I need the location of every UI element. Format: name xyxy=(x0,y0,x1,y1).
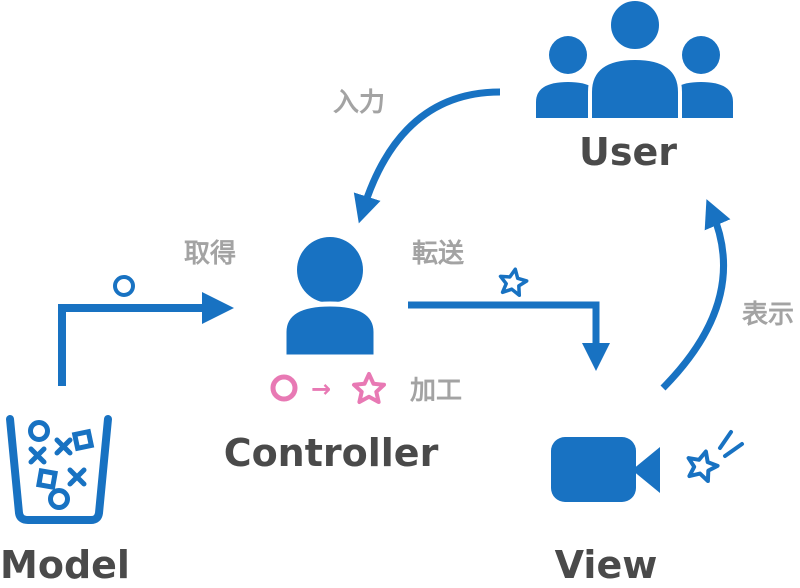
edge-display-label: 表示 xyxy=(742,300,794,330)
circle-icon xyxy=(270,374,298,402)
sparkle-star-icon xyxy=(686,430,744,484)
edge-fetch-arrow xyxy=(58,292,234,386)
video-camera-icon xyxy=(551,437,660,502)
processing-label: 加工 xyxy=(410,376,462,406)
edge-fetch-label: 取得 xyxy=(184,239,236,269)
transfer-star-icon xyxy=(498,267,529,298)
model-label: Model xyxy=(0,543,130,587)
circle-item-icon xyxy=(113,275,135,297)
star-icon xyxy=(352,372,386,404)
view-label: View xyxy=(555,543,658,587)
person-icon xyxy=(281,237,379,360)
bucket-icon xyxy=(6,415,112,524)
user-group-icon xyxy=(536,0,733,122)
edge-transfer-arrow xyxy=(408,301,610,371)
processing-arrow: → xyxy=(311,375,331,403)
edge-display-arrow xyxy=(660,199,731,391)
edge-transfer-label: 転送 xyxy=(412,239,464,269)
processing-indicator: → xyxy=(270,372,386,404)
edge-input-arrow xyxy=(353,88,501,224)
user-label: User xyxy=(579,130,677,174)
controller-label: Controller xyxy=(224,431,439,475)
edge-input-label: 入力 xyxy=(333,88,385,118)
